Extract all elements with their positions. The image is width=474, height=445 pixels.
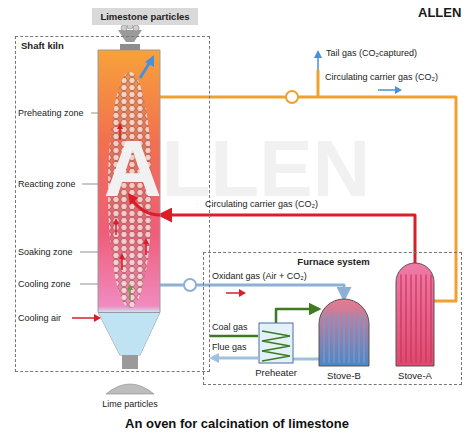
illustration-part bbox=[395, 86, 402, 94]
preheater-body bbox=[259, 323, 293, 363]
stove-flue bbox=[333, 314, 334, 363]
illustration-part bbox=[184, 279, 196, 291]
stove-flue bbox=[430, 274, 431, 363]
region-heading: Shaft kiln bbox=[21, 40, 64, 51]
tail-gas-label: Tail gas (CO₂captured) bbox=[326, 48, 417, 59]
stove-body bbox=[396, 263, 434, 366]
component-label: Preheater bbox=[255, 367, 297, 378]
illustration-part bbox=[143, 238, 149, 244]
illustration-part bbox=[226, 292, 240, 294]
stove-body bbox=[319, 299, 369, 366]
zone-label: Soaking zone bbox=[18, 247, 73, 258]
illustration-part bbox=[98, 312, 160, 355]
illustration-part bbox=[239, 289, 246, 297]
logo-text: ALLEN bbox=[418, 5, 461, 20]
illustration-part bbox=[317, 56, 319, 70]
zone-label: Cooling zone bbox=[18, 279, 71, 290]
stove-flue bbox=[400, 274, 401, 363]
stove-box: Stove-B bbox=[319, 299, 369, 366]
stove-box: Stove-A bbox=[396, 263, 434, 366]
preheater-box: Preheater bbox=[259, 323, 293, 363]
stove-flue bbox=[425, 274, 426, 363]
illustration-part bbox=[209, 353, 219, 363]
stove-flue bbox=[410, 274, 411, 363]
illustration-part bbox=[72, 317, 95, 319]
flow-label: Circulating carrier gas (CO₂) bbox=[325, 72, 438, 83]
stove-flue bbox=[338, 314, 339, 363]
illustration-part bbox=[80, 113, 98, 284]
stove-flue bbox=[358, 314, 359, 363]
preheater-shape bbox=[259, 323, 293, 363]
flow-label: Oxidant gas (Air + CO₂) bbox=[212, 271, 307, 282]
illustration-part bbox=[98, 312, 160, 313]
illustration-part bbox=[122, 355, 138, 369]
illustration-part bbox=[106, 384, 154, 394]
illustration-part bbox=[140, 62, 150, 78]
feed-box: Limestone particles bbox=[92, 8, 197, 25]
stove-flue bbox=[328, 314, 329, 363]
illustration-part bbox=[120, 44, 140, 50]
component-label: Stove-B bbox=[327, 370, 361, 381]
gas-label: Coal gas bbox=[212, 322, 248, 333]
gas-label: Flue gas bbox=[212, 342, 247, 353]
zone-label: Reacting zone bbox=[18, 179, 76, 190]
illustration-part bbox=[317, 70, 320, 97]
flow-label: Circulating carrier gas (CO₂) bbox=[205, 199, 318, 210]
illustration-part bbox=[119, 253, 125, 259]
stove-shape bbox=[319, 299, 369, 366]
illustration-part bbox=[133, 25, 139, 31]
illustration-part bbox=[218, 357, 258, 360]
stove-flue bbox=[343, 314, 344, 363]
illustration-part bbox=[378, 89, 396, 91]
illustration-part bbox=[210, 335, 258, 338]
stove-flue bbox=[323, 314, 324, 363]
pipe-connector bbox=[160, 215, 415, 263]
illustration-part bbox=[113, 218, 119, 224]
pipe-connector bbox=[293, 358, 319, 361]
watermark: ALLEN bbox=[104, 128, 371, 210]
illustration-part bbox=[314, 50, 322, 58]
component-label: Stove-A bbox=[398, 370, 432, 381]
illustration-part bbox=[121, 25, 127, 31]
stove-flue bbox=[348, 314, 349, 363]
stove-shape bbox=[396, 263, 434, 366]
region-heading: Furnace system bbox=[297, 256, 369, 267]
stove-flue bbox=[405, 274, 406, 363]
illustration-part bbox=[94, 314, 101, 322]
illustration-part bbox=[127, 284, 133, 290]
illustration-part bbox=[145, 55, 154, 67]
zone-label: Preheating zone bbox=[18, 108, 84, 119]
feed-label: Limestone particles bbox=[100, 11, 189, 22]
stove-flue bbox=[363, 314, 364, 363]
stove-flue bbox=[415, 274, 416, 363]
pipe-connector bbox=[276, 309, 319, 323]
product-label: Lime particles bbox=[102, 399, 158, 410]
region-box: Shaft kiln bbox=[15, 36, 210, 372]
illustration-part bbox=[286, 91, 298, 103]
inlet-label: Cooling air bbox=[18, 313, 61, 324]
caption: An oven for calcination of limestone bbox=[125, 416, 349, 432]
stove-flue bbox=[353, 314, 354, 363]
stove-flue bbox=[420, 274, 421, 363]
preheater-coil bbox=[262, 331, 290, 361]
